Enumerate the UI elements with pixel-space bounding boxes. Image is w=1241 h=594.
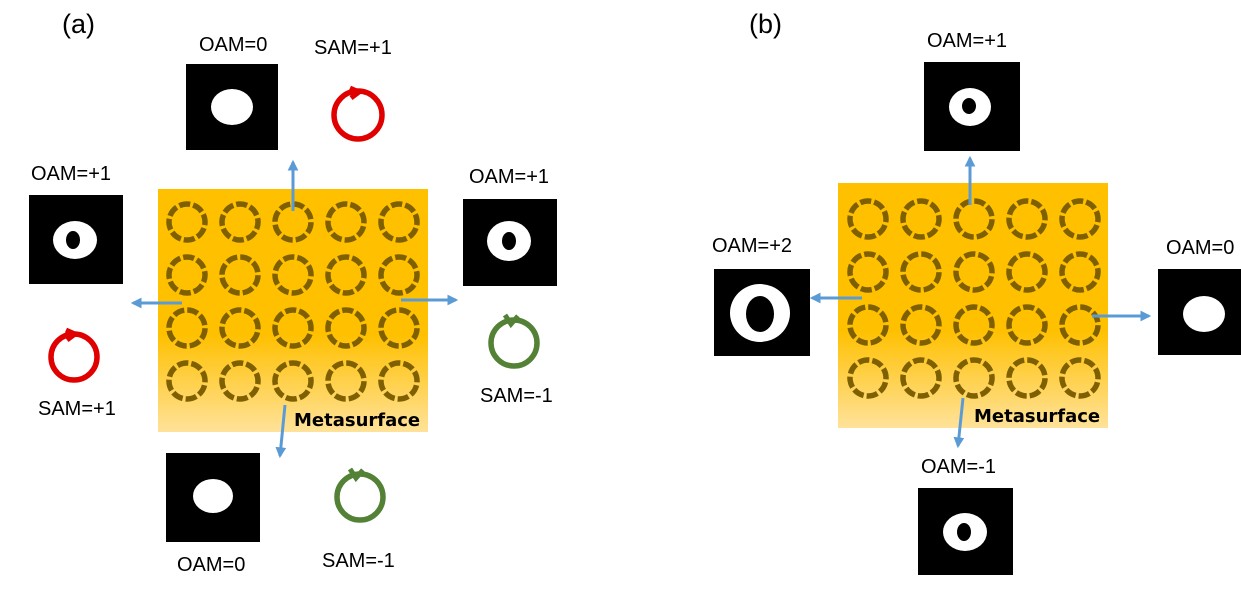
vortex-core-icon [746,296,774,332]
red-circular-arrow-icon [48,327,100,383]
metasurface-b: Metasurface [838,183,1108,428]
oam-label-b-left: OAM=+2 [712,235,792,257]
split-ring-resonator [953,198,995,240]
split-ring-resonator [325,360,367,402]
split-ring-resonator [325,254,367,296]
vortex-core-icon [962,98,976,114]
metasurface-a-label: Metasurface [294,410,420,431]
metasurface-b-label: Metasurface [974,406,1100,427]
oam-label-b-bottom: OAM=-1 [921,456,996,478]
split-ring-resonator [272,201,314,243]
split-ring-resonator [847,304,889,346]
split-ring-resonator [1006,251,1048,293]
green-circular-arrow-icon [334,467,386,523]
beam-b-bottom [918,488,1013,575]
sam-label-a-right: SAM=-1 [480,385,553,407]
split-ring-resonator [847,251,889,293]
arrow-b-down [953,397,965,449]
vortex-core-icon [66,231,80,249]
split-ring-resonator [219,360,261,402]
split-ring-resonator [219,254,261,296]
panel-a-label: (a) [62,9,95,39]
arrow-a-down [275,404,287,459]
split-ring-resonator [219,307,261,349]
split-ring-resonator [166,360,208,402]
split-ring-resonator [900,304,942,346]
beam-a-top [186,64,278,150]
oam-label-a-top: OAM=0 [199,34,267,56]
oam-label-b-top: OAM=+1 [927,30,1007,52]
panel-b-label: (b) [749,9,782,39]
split-ring-resonator [325,201,367,243]
vortex-core-icon [502,232,516,250]
beam-b-left [714,269,810,356]
gaussian-spot-icon [1183,296,1225,332]
beam-b-right [1158,269,1241,355]
green-circular-arrow-icon [488,313,540,369]
split-ring-resonator [166,307,208,349]
sam-label-a-left: SAM=+1 [38,398,116,420]
split-ring-resonator [378,201,420,243]
panel-a: (a) Metasurface OAM=0 SAM=+1 OAM=+1 [29,9,557,576]
split-ring-resonator [378,254,420,296]
split-ring-resonator [166,254,208,296]
split-ring-resonator [272,307,314,349]
gaussian-spot-icon [193,479,233,513]
split-ring-resonator [953,357,995,399]
split-ring-resonator [378,360,420,402]
oam-label-b-right: OAM=0 [1166,237,1234,259]
split-ring-resonator [900,357,942,399]
split-ring-resonator [1006,198,1048,240]
split-ring-resonator [900,251,942,293]
sam-label-a-bottom: SAM=-1 [322,550,395,572]
split-ring-resonator [325,307,367,349]
beam-a-left [29,195,123,284]
sam-label-a-top: SAM=+1 [314,37,392,59]
oam-label-a-right: OAM=+1 [469,166,549,188]
metasurface-a: Metasurface [158,189,428,432]
split-ring-resonator [378,307,420,349]
split-ring-resonator [900,198,942,240]
panel-b: (b) Metasurface OAM=+1 OAM=+2 [712,9,1241,575]
beam-a-bottom [166,453,260,542]
beam-a-right [463,199,557,286]
split-ring-resonator [272,254,314,296]
split-ring-resonator [953,304,995,346]
vortex-core-icon [957,523,971,541]
split-ring-resonator [1059,251,1101,293]
split-ring-resonator [1059,198,1101,240]
split-ring-resonator [953,251,995,293]
beam-b-top [924,62,1020,151]
oam-label-a-bottom: OAM=0 [177,554,245,576]
red-circular-arrow-icon [331,85,385,142]
oam-label-a-left: OAM=+1 [31,163,111,185]
split-ring-resonator [272,360,314,402]
split-ring-resonator [219,201,261,243]
gaussian-spot-icon [211,89,253,125]
split-ring-resonator [1059,357,1101,399]
split-ring-resonator [847,357,889,399]
split-ring-resonator [1006,304,1048,346]
